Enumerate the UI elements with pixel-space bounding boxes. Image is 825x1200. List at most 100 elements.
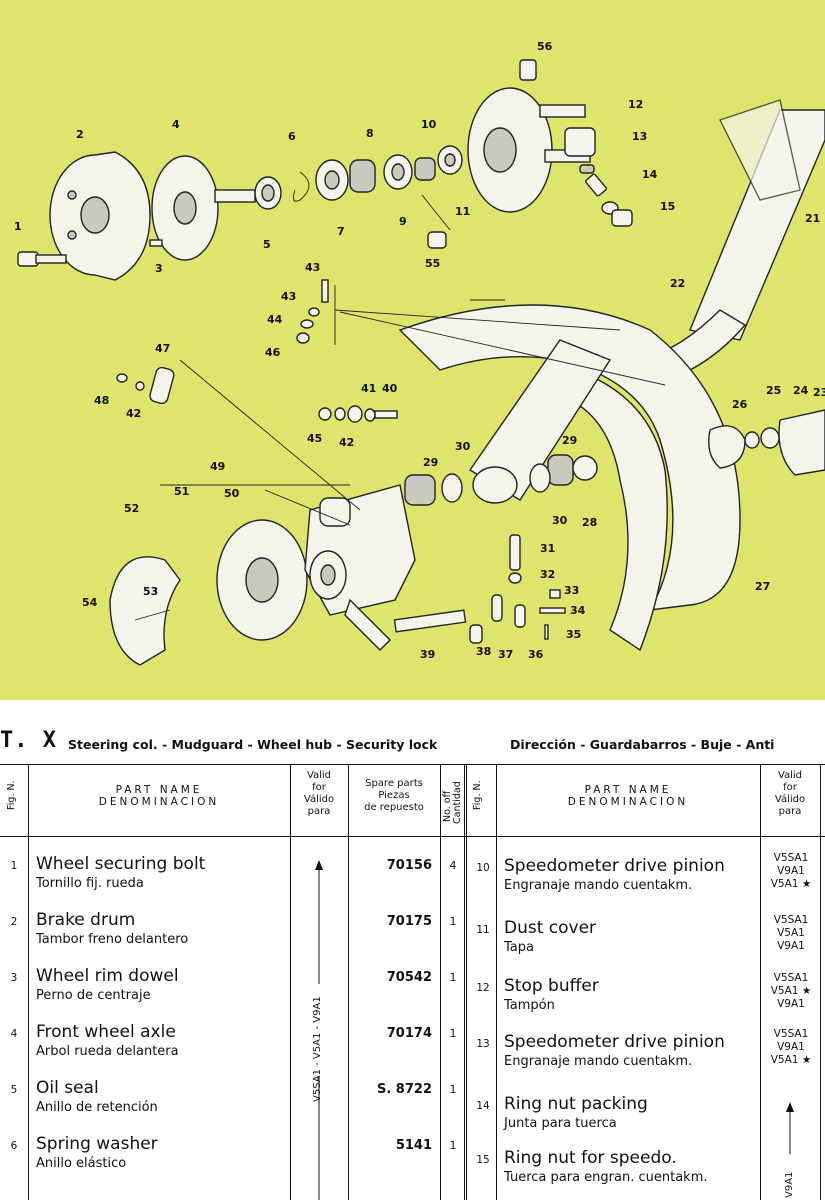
- callout-number: 14: [642, 168, 658, 181]
- header-valid-for: for: [312, 782, 326, 793]
- header-fig-no-right: Fig. N.: [472, 780, 483, 810]
- callout-number: 31: [540, 542, 555, 555]
- callout-number: 26: [732, 398, 748, 411]
- section-header: T. X Steering col. - Mudguard - Wheel hu…: [0, 728, 825, 760]
- part-name-english: Front wheel axle: [36, 1022, 176, 1042]
- header-valid-es-right: Válido: [774, 794, 806, 805]
- part-name-spanish: Tuerca para engran. cuentakm.: [504, 1170, 708, 1185]
- validity-model: V9A1: [777, 940, 805, 952]
- validity-model: V9A1: [777, 865, 805, 877]
- quantity: 1: [449, 971, 457, 984]
- part-name-spanish: Anillo elástico: [36, 1156, 127, 1171]
- validity-model: V5SA1: [773, 914, 809, 926]
- part-name-english: Dust cover: [504, 918, 597, 938]
- parts-table: Fig. N. PART NAME DENOMINACION Valid for…: [0, 764, 825, 1200]
- fig-number: 6: [10, 1140, 18, 1152]
- part-name-spanish: Arbol rueda delantera: [36, 1044, 179, 1059]
- quantity: 1: [449, 915, 457, 928]
- header-part-name-en-right: PART NAME: [584, 784, 672, 796]
- callout-number: 56: [537, 40, 553, 53]
- fig-number: 4: [10, 1028, 18, 1040]
- header-valid-es: Válido: [303, 794, 335, 805]
- validity-model: V9A1: [777, 1041, 805, 1053]
- header-valid-for-right: for: [783, 782, 797, 793]
- brake-drum-drawing: [49, 151, 151, 281]
- callout-number: 43: [281, 290, 296, 303]
- right-validity-bottom: V9A1: [784, 1171, 795, 1198]
- fig-number: 3: [10, 972, 18, 984]
- spare-part-code: 70174: [386, 1026, 432, 1041]
- callout-number: 8: [366, 127, 374, 140]
- spare-part-code: 70542: [386, 970, 432, 985]
- steering-column-drawing: [639, 99, 825, 386]
- part-name-spanish: Tampón: [504, 998, 555, 1013]
- callout-number-layer: 1234567891011121314152122232425262728292…: [14, 40, 825, 661]
- callout-number: 36: [528, 648, 544, 661]
- diagram-drawing: [17, 59, 825, 666]
- callout-number: 46: [265, 346, 281, 359]
- callout-number: 21: [805, 212, 820, 225]
- section-title-english: Steering col. - Mudguard - Wheel hub - S…: [68, 737, 438, 752]
- part-name-english: Speedometer drive pinion: [504, 1032, 725, 1052]
- callout-number: 35: [566, 628, 581, 641]
- callout-number: 32: [540, 568, 555, 581]
- quantity: 1: [449, 1139, 457, 1152]
- callout-number: 40: [382, 382, 398, 395]
- left-validity-bracket: [315, 860, 323, 1200]
- header-spare-es2: de repuesto: [364, 802, 424, 813]
- callout-number: 54: [82, 596, 98, 609]
- spare-part-code: 70175: [386, 914, 432, 929]
- header-valid-en: Valid: [306, 770, 332, 781]
- part-name-spanish: Engranaje mando cuentakm.: [504, 1054, 693, 1069]
- callout-number: 33: [564, 584, 579, 597]
- fig-number: 2: [10, 916, 18, 928]
- callout-number: 39: [420, 648, 435, 661]
- callout-number: 23: [813, 386, 825, 399]
- spare-part-code: 70156: [386, 858, 432, 873]
- callout-number: 48: [94, 394, 109, 407]
- callout-number: 45: [307, 432, 322, 445]
- callout-number: 13: [632, 130, 647, 143]
- fig-number: 14: [476, 1100, 490, 1112]
- part-name-english: Oil seal: [36, 1078, 99, 1098]
- fig-number: 12: [476, 982, 490, 994]
- section-title-spanish: Dirección - Guardabarros - Buje - Anti: [510, 737, 775, 752]
- fig-number: 5: [10, 1084, 18, 1096]
- callout-number: 41: [361, 382, 376, 395]
- callout-number: 3: [155, 262, 163, 275]
- quantity: 4: [449, 859, 457, 872]
- brake-shoes-drawing: [109, 556, 181, 666]
- callout-number: 42: [339, 436, 354, 449]
- hub-housing-drawing: [467, 59, 596, 213]
- validity-model: V5SA1: [773, 1028, 809, 1040]
- part-name-english: Spring washer: [36, 1134, 158, 1154]
- header-part-name-es: DENOMINACION: [98, 796, 220, 808]
- part-name-english: Brake drum: [36, 910, 136, 930]
- header-part-name-es-right: DENOMINACION: [567, 796, 689, 808]
- callout-number: 5: [263, 238, 271, 251]
- callout-number: 51: [174, 485, 189, 498]
- header-spare-es: Piezas: [378, 790, 410, 801]
- part-name-english: Speedometer drive pinion: [504, 856, 725, 876]
- callout-number: 1: [14, 220, 22, 233]
- callout-number: 38: [476, 645, 491, 658]
- part-name-spanish: Junta para tuerca: [504, 1116, 617, 1131]
- callout-number: 12: [628, 98, 643, 111]
- fig-number: 10: [476, 862, 490, 874]
- part-name-english: Wheel securing bolt: [36, 854, 206, 874]
- part-name-spanish: Anillo de retención: [36, 1100, 158, 1115]
- part-name-spanish: Perno de centraje: [36, 988, 151, 1003]
- callout-number: 34: [570, 604, 586, 617]
